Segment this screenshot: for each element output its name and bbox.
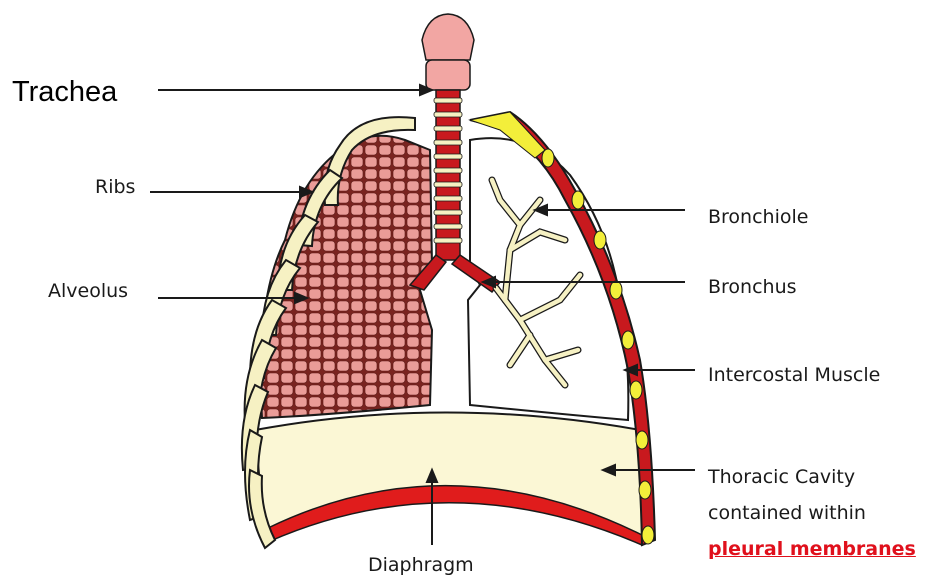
ribs-label: Ribs (95, 178, 135, 197)
thoracic-cavity-label: Thoracic Cavity (708, 468, 855, 487)
alveolus-label: Alveolus (48, 282, 128, 301)
trachea-label: Trachea (12, 78, 117, 107)
intercostal-muscle-label: Intercostal Muscle (708, 366, 880, 385)
bronchus-label: Bronchus (708, 278, 797, 297)
pleural-membranes-label: pleural membranes (708, 540, 916, 559)
contained-within-label: contained within (708, 504, 866, 523)
bronchiole-label: Bronchiole (708, 208, 808, 227)
diaphragm-label: Diaphragm (368, 556, 474, 575)
